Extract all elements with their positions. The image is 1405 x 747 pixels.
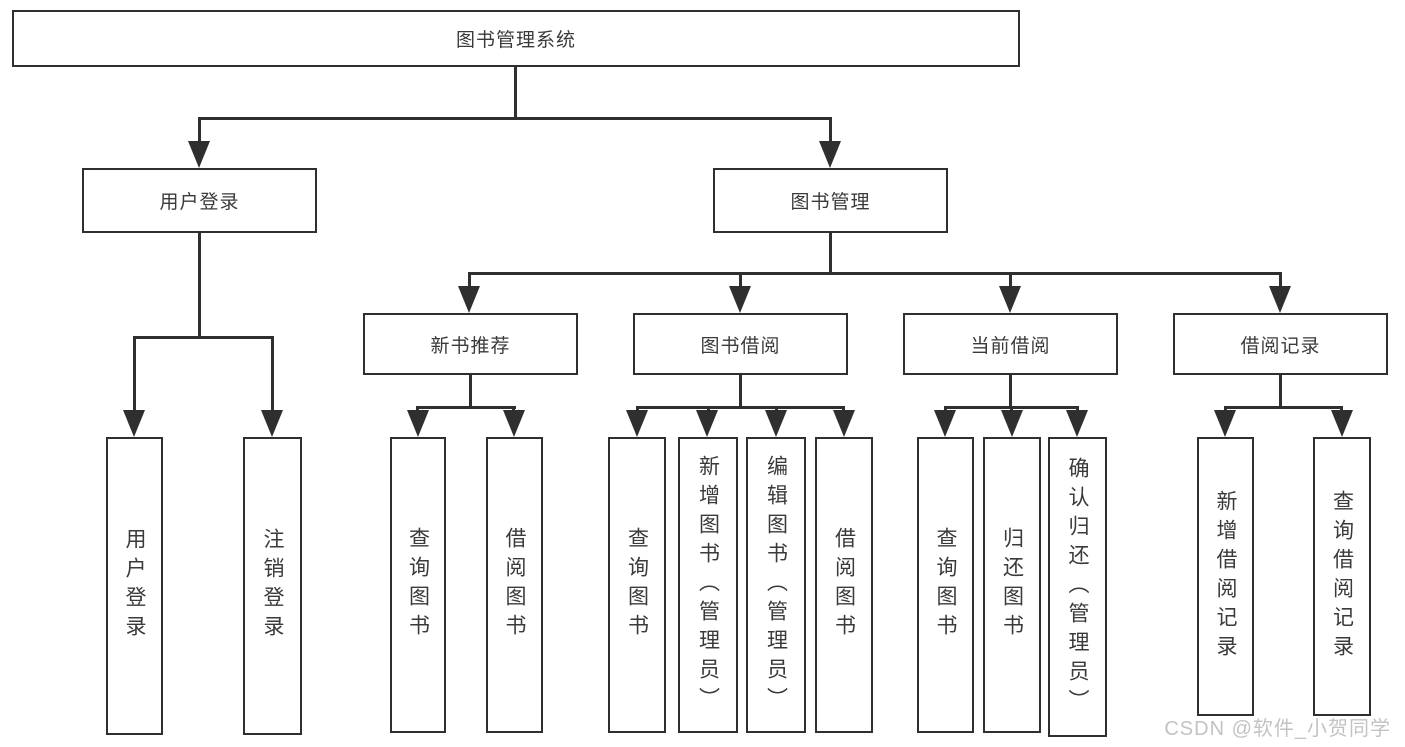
connector-stem-leaf-logout [271, 336, 274, 412]
node-new-book-recommendation: 新书推荐 [363, 313, 578, 375]
node-current-borrowing: 当前借阅 [903, 313, 1118, 375]
connector-stem-records [1279, 272, 1282, 288]
connector-records-hbar [1224, 406, 1343, 409]
connector-stem-book-mgmt [829, 117, 832, 144]
connector-borrow-hbar [636, 406, 845, 409]
leaf-edit-books-admin: 编辑图书（管理员） [746, 437, 806, 733]
connector-recommend-hbar [416, 406, 516, 409]
leaf-query-books-recommend: 查询图书 [390, 437, 446, 733]
connector-stem-current [1009, 272, 1012, 288]
arrowhead-down-icon [729, 286, 751, 313]
arrowhead-down-icon [1001, 410, 1023, 437]
leaf-query-books-current: 查询图书 [917, 437, 974, 733]
connector-stem-user-login [198, 117, 201, 144]
leaf-query-books-borrow: 查询图书 [608, 437, 666, 733]
leaf-borrow-books-recommend: 借阅图书 [486, 437, 543, 733]
node-library-management-system: 图书管理系统 [12, 10, 1020, 67]
node-user-login: 用户登录 [82, 168, 317, 233]
connector-records-stem [1279, 375, 1282, 408]
arrowhead-down-icon [1269, 286, 1291, 313]
arrowhead-down-icon [934, 410, 956, 437]
arrowhead-down-icon [833, 410, 855, 437]
leaf-query-borrow-record: 查询借阅记录 [1313, 437, 1371, 716]
connector-stem-leaf-login [133, 336, 136, 412]
connector-recommend-stem [469, 375, 472, 408]
arrowhead-down-icon [999, 286, 1021, 313]
csdn-watermark: CSDN @软件_小贺同学 [1164, 718, 1391, 740]
arrowhead-down-icon [407, 410, 429, 437]
leaf-add-books-admin: 新增图书（管理员） [678, 437, 738, 733]
connector-userlogin-hbar [133, 336, 274, 339]
arrowhead-down-icon [503, 410, 525, 437]
arrowhead-down-icon [819, 141, 841, 168]
connector-bookmgmt-hbar [468, 272, 1282, 275]
node-book-borrowing: 图书借阅 [633, 313, 848, 375]
arrowhead-down-icon [1214, 410, 1236, 437]
node-book-management: 图书管理 [713, 168, 948, 233]
connector-stem-borrow [739, 272, 742, 288]
arrowhead-down-icon [765, 410, 787, 437]
arrowhead-down-icon [626, 410, 648, 437]
arrowhead-down-icon [1066, 410, 1088, 437]
arrowhead-down-icon [261, 410, 283, 437]
connector-userlogin-stem [198, 233, 201, 339]
leaf-return-books: 归还图书 [983, 437, 1041, 733]
connector-root-stem [514, 67, 517, 117]
arrowhead-down-icon [123, 410, 145, 437]
connector-bookmgmt-stem [829, 233, 832, 275]
leaf-user-login: 用户登录 [106, 437, 163, 735]
leaf-add-borrow-record: 新增借阅记录 [1197, 437, 1254, 716]
connector-stem-recommend [468, 272, 471, 288]
node-borrowing-records: 借阅记录 [1173, 313, 1388, 375]
arrowhead-down-icon [188, 141, 210, 168]
arrowhead-down-icon [696, 410, 718, 437]
leaf-confirm-return-admin: 确认归还（管理员） [1048, 437, 1107, 737]
connector-borrow-stem [739, 375, 742, 408]
arrowhead-down-icon [1331, 410, 1353, 437]
leaf-logout: 注销登录 [243, 437, 302, 735]
leaf-borrow-books: 借阅图书 [815, 437, 873, 733]
connector-root-hbar [198, 117, 832, 120]
arrowhead-down-icon [458, 286, 480, 313]
connector-current-stem [1009, 375, 1012, 408]
